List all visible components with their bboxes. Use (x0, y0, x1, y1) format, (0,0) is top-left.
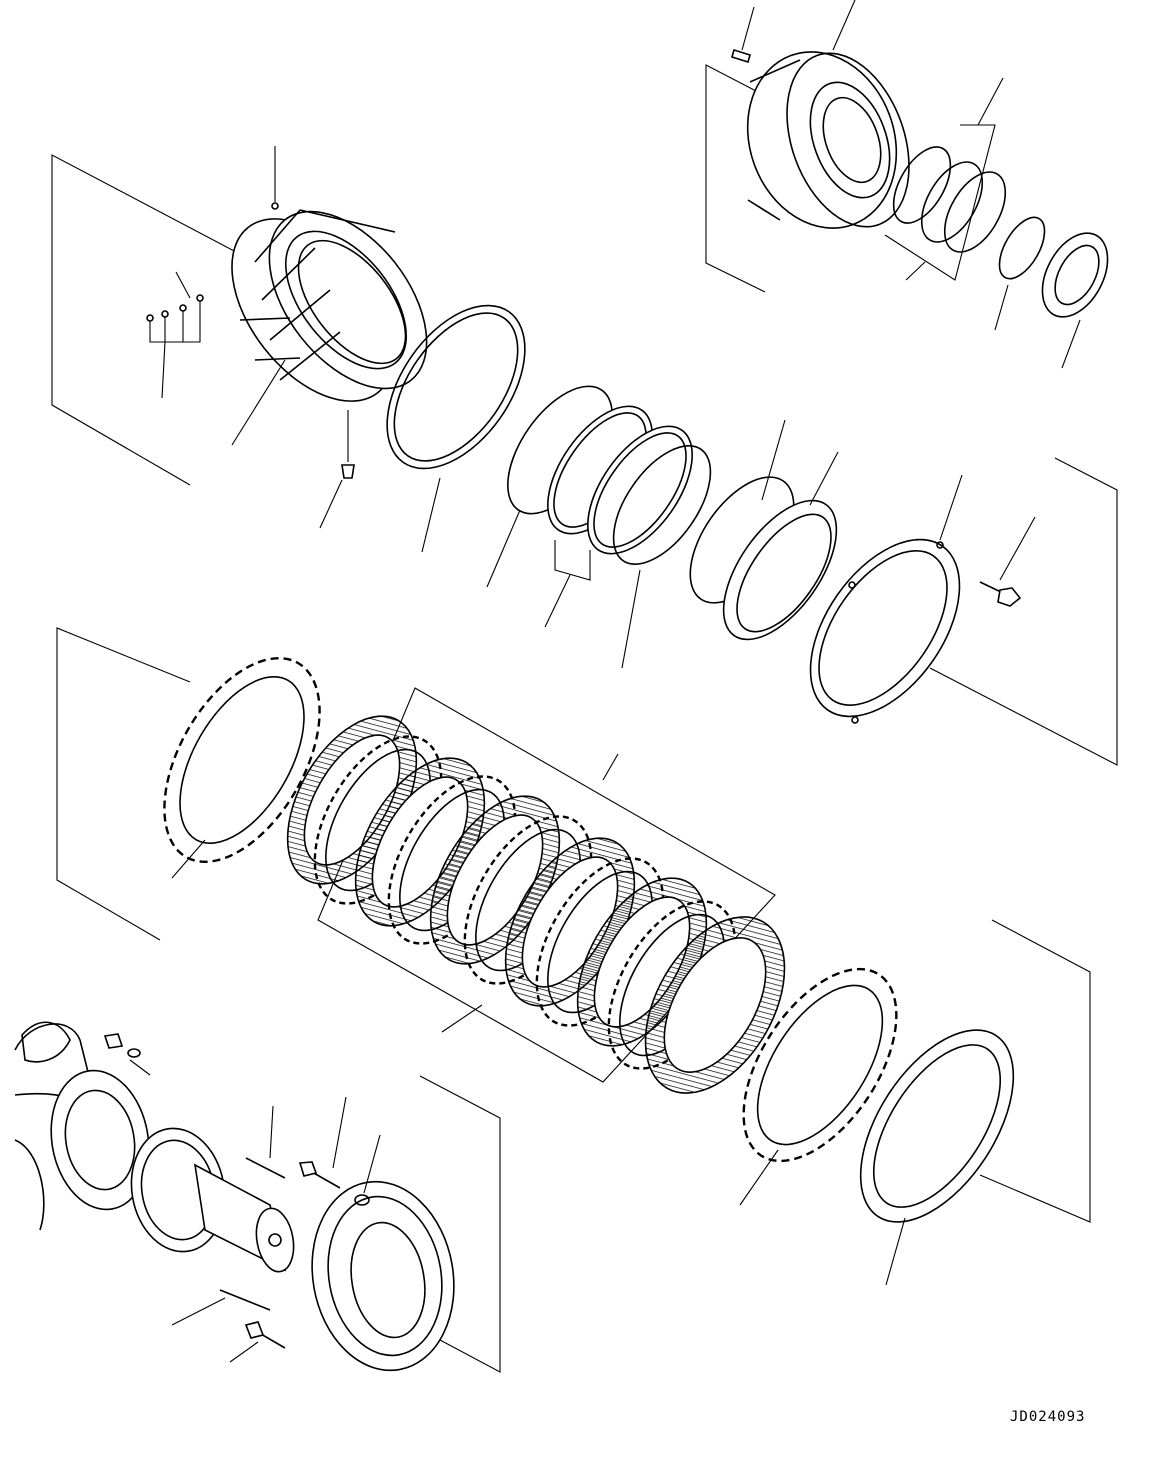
group-frame-housing (52, 155, 255, 485)
separator-plate-left (132, 632, 351, 888)
group-frame-axle (420, 1076, 500, 1372)
brake-housing (199, 183, 458, 431)
retainer-plate (780, 475, 990, 743)
axle-fasteners (172, 1097, 380, 1362)
wheel-hub-shaft (122, 1121, 298, 1275)
end-plate (830, 1004, 1045, 1285)
retainer-bolt (980, 517, 1035, 606)
drawing-reference-code: JD024093 (1010, 1409, 1086, 1425)
group-frame-plate-left (57, 628, 190, 940)
friction-disc-stack (261, 694, 813, 1117)
hub-assembly (724, 0, 932, 249)
group-frame-plate-right (930, 458, 1117, 765)
separator-plate-right (713, 943, 928, 1205)
wheel-hub-carrier (298, 1170, 469, 1381)
hub-seal-rings (882, 78, 1054, 330)
group-frame-hub-top (706, 65, 765, 292)
hub-bearing (1029, 222, 1121, 368)
housing-leader-lines (147, 146, 354, 528)
friction-disc-6 (617, 893, 813, 1117)
axle-housing (15, 1022, 159, 1230)
piston-ring (670, 420, 859, 658)
seal-ring-large (359, 281, 553, 552)
seal-ring-set (487, 368, 730, 668)
group-frame-bottom-right (980, 920, 1090, 1222)
